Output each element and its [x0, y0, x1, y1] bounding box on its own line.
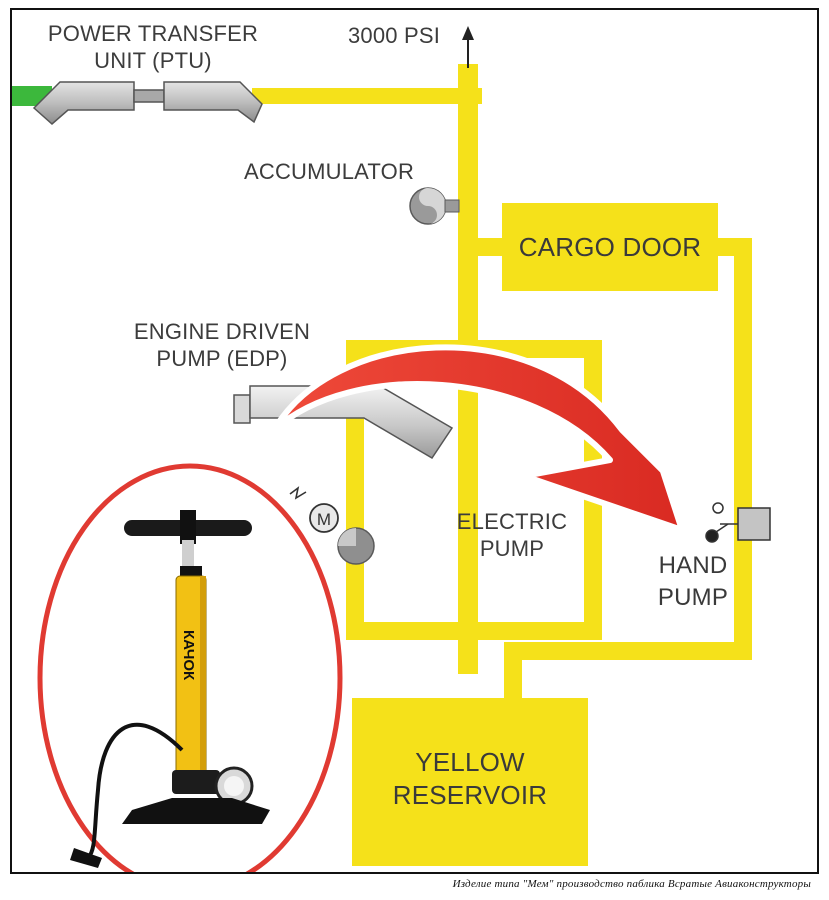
hand-pump-icon — [705, 502, 771, 543]
cargo-door-box — [502, 203, 718, 291]
edp-label-line1: ENGINE DRIVEN — [133, 319, 311, 344]
reservoir-label-line1: YELLOW — [415, 747, 525, 777]
hand-pump-label: HAND PUMP — [638, 550, 748, 614]
diagram-frame: M — [10, 8, 819, 874]
electric-pump-label-line2: PUMP — [479, 536, 545, 561]
yellow-reservoir-box — [352, 698, 588, 866]
ptu-label-line1: POWER TRANSFER — [47, 21, 259, 46]
pressure-label: 3000 PSI — [348, 23, 441, 48]
electric-pump-label: ELECTRIC PUMP — [432, 508, 592, 562]
pressure-arrow-icon — [462, 26, 474, 68]
ptu-label-line2: UNIT (PTU) — [94, 48, 212, 73]
electric-pump-icon — [337, 527, 375, 565]
motor-label: M — [317, 510, 331, 529]
ptu-label: POWER TRANSFER UNIT (PTU) — [24, 20, 282, 74]
hydraulic-diagram: M — [12, 26, 771, 872]
meme-caption: Изделие типа "Мем" производство паблика … — [452, 878, 811, 890]
hand-pump-label-line1: HAND — [658, 552, 728, 579]
ptu-component — [32, 81, 263, 125]
edp-label: ENGINE DRIVEN PUMP (EDP) — [116, 318, 328, 372]
electric-pump-label-line1: ELECTRIC — [456, 509, 568, 534]
bicycle-pump-photo: КАЧОК — [70, 510, 270, 868]
accumulator-label: ACCUMULATOR — [244, 159, 415, 184]
reservoir-label-line2: RESERVOIR — [392, 780, 548, 810]
red-arrow — [271, 344, 685, 533]
edp-label-line2: PUMP (EDP) — [156, 346, 288, 371]
pump-brand-label: КАЧОК — [180, 630, 197, 681]
cargo-door-label: CARGO DOOR — [518, 232, 702, 262]
motor-icon: M — [289, 486, 339, 533]
accumulator-icon — [409, 187, 460, 225]
reservoir-label: YELLOW RESERVOIR — [352, 746, 588, 812]
hand-pump-label-line2: PUMP — [657, 584, 729, 611]
